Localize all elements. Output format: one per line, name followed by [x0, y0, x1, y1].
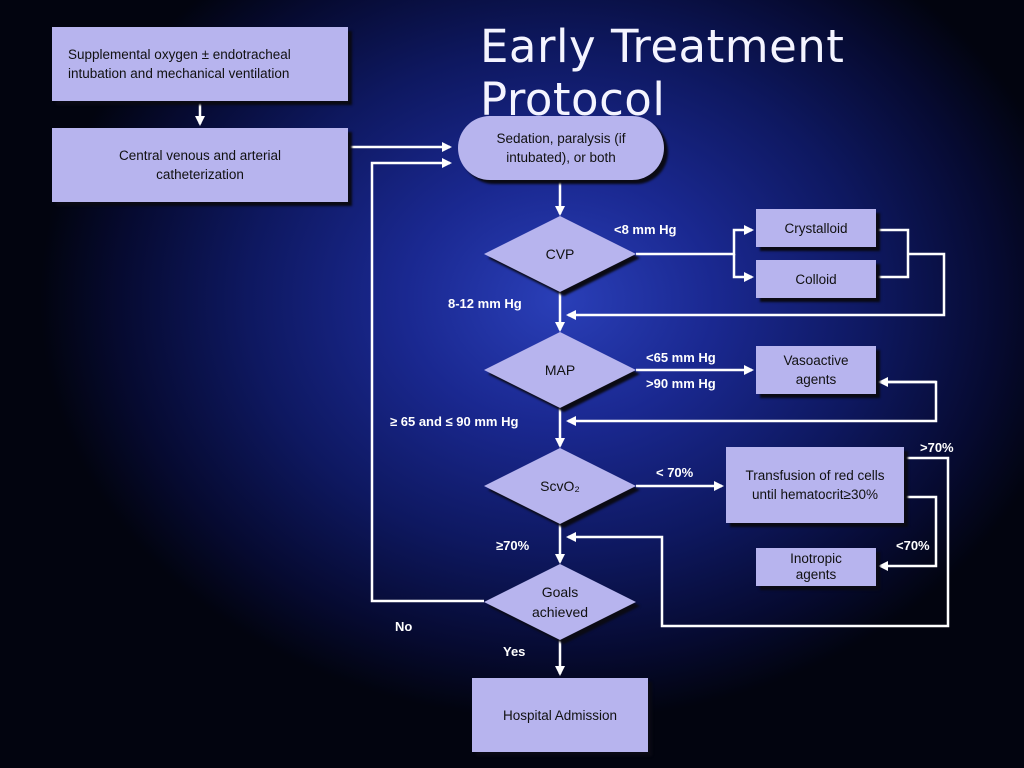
colloid-box: Colloid [756, 260, 876, 298]
map-ok-label: ≥ 65 and ≤ 90 mm Hg [390, 414, 519, 429]
inotropic-box: Inotropic agents [756, 548, 876, 586]
transfusion-high-label: >70% [920, 440, 954, 455]
cvp-ok-label: 8-12 mm Hg [448, 296, 522, 311]
transfusion-box: Transfusion of red cells until hematocri… [726, 447, 904, 523]
map-label: MAP [545, 362, 575, 378]
arrow-vasoactive-return [566, 380, 938, 426]
catheter-box-text: Central venous and arterial catheterizat… [118, 148, 282, 182]
map-diamond [484, 332, 636, 408]
arrow-cvp-to-colloid [732, 254, 754, 282]
cvp-label: CVP [546, 246, 575, 262]
arrow-transfusion-to-inotropic [878, 495, 938, 571]
transfusion-low-label: <70% [896, 538, 930, 553]
goals-label-line2: achieved [532, 604, 588, 620]
page-title: Early Treatment Protocol [480, 20, 845, 126]
inotropic-box-text: Inotropic agents [790, 551, 842, 582]
crystalloid-box-text: Crystalloid [784, 220, 848, 236]
arrow-transfusion-high-return [566, 456, 950, 628]
cvp-diamond [484, 216, 636, 292]
map-low-label: <65 mm Hg [646, 350, 716, 365]
scvo2-ok-label: ≥70% [496, 538, 530, 553]
arrow-cvp-to-fluids [636, 225, 754, 256]
vasoactive-box: Vasoactive agents [756, 346, 876, 394]
admission-box-text: Hospital Admission [502, 707, 618, 723]
connector-crystalloid-return [876, 228, 910, 279]
admission-box: Hospital Admission [472, 678, 648, 752]
scvo2-diamond [484, 448, 636, 524]
yes-label: Yes [503, 644, 526, 659]
arrow-goals-no-loop [370, 158, 484, 603]
oxygen-box-text: Supplemental oxygen ± endotracheal intub… [68, 47, 291, 81]
map-high-label: >90 mm Hg [646, 376, 716, 391]
crystalloid-box: Crystalloid [756, 209, 876, 247]
sedation-box: Sedation, paralysis (if intubated), or b… [458, 116, 664, 180]
no-label: No [395, 619, 413, 634]
vasoactive-box-text: Vasoactive agents [783, 353, 849, 387]
scvo2-label: ScvO₂ [540, 478, 580, 494]
arrow-fluids-return [566, 252, 946, 320]
transfusion-box-text: Transfusion of red cells until hematocri… [745, 468, 885, 502]
goals-diamond [484, 564, 636, 640]
goals-label-line1: Goals [542, 584, 579, 600]
cvp-low-label: <8 mm Hg [614, 222, 677, 237]
sedation-box-shape [458, 116, 664, 180]
colloid-box-text: Colloid [795, 271, 837, 287]
scvo2-low-label: < 70% [656, 465, 694, 480]
catheter-box: Central venous and arterial catheterizat… [52, 128, 348, 202]
sedation-box-text: Sedation, paralysis (if intubated), or b… [496, 131, 626, 165]
oxygen-box: Supplemental oxygen ± endotracheal intub… [52, 27, 348, 101]
